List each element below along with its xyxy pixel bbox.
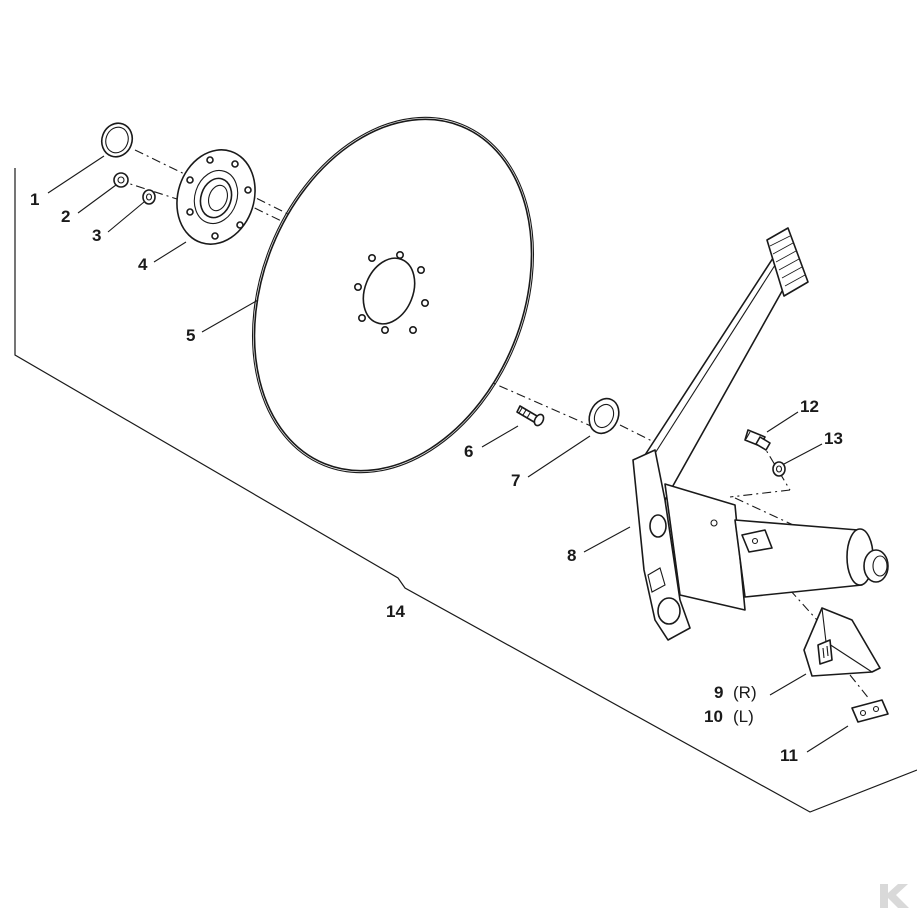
part-1-circlip	[100, 122, 134, 158]
callout-10-side: (L)	[733, 707, 754, 726]
callout-6: 6	[464, 442, 473, 461]
callout-9-side: (R)	[733, 683, 757, 702]
callout-7: 7	[511, 471, 520, 490]
centerline-upper-2	[239, 189, 291, 216]
leader-7	[527, 435, 591, 478]
leader-6	[481, 425, 519, 448]
leader-9-10	[769, 673, 807, 696]
leader-11	[806, 725, 849, 753]
callout-5: 5	[186, 326, 195, 345]
base-frame-outline	[14, 168, 917, 813]
part-2-nut	[113, 172, 129, 188]
leader-5	[201, 299, 259, 333]
callout-14: 14	[386, 602, 405, 621]
part-7-ring	[588, 397, 620, 435]
part-9-10-scraper	[803, 607, 881, 677]
part-4-hub-flange	[176, 149, 256, 245]
callout-8: 8	[567, 546, 576, 565]
leader-8	[583, 526, 631, 553]
callout-13: 13	[824, 429, 843, 448]
part-13-nut	[772, 461, 786, 477]
leader-12	[766, 411, 799, 433]
callout-11: 11	[780, 746, 798, 765]
leader-4	[153, 241, 187, 263]
callout-4: 4	[138, 255, 148, 274]
centerline-scraper	[789, 589, 836, 641]
leader-1	[47, 155, 105, 194]
part-12-bolt	[744, 429, 771, 451]
part-3-washer	[142, 189, 156, 205]
leader-2	[77, 184, 117, 214]
centerline-upper	[134, 149, 301, 231]
part-6-bolt	[516, 405, 545, 427]
leader-13	[783, 443, 823, 465]
callout-10: 10	[704, 707, 723, 726]
callout-3: 3	[92, 226, 101, 245]
watermark-logo	[880, 884, 909, 908]
centerline-scraper-plate	[849, 674, 871, 701]
part-8-disc-arm	[632, 227, 889, 641]
callout-9: 9	[714, 683, 723, 702]
callout-2: 2	[61, 207, 70, 226]
centerline-washer-to-arm	[619, 424, 661, 446]
callout-1: 1	[30, 190, 39, 209]
part-11-scraper-plate	[851, 699, 889, 723]
callout-12: 12	[800, 397, 819, 416]
centerline-bolt-13-out	[729, 489, 791, 498]
part-5-disc	[251, 116, 535, 474]
leader-3	[107, 201, 145, 233]
